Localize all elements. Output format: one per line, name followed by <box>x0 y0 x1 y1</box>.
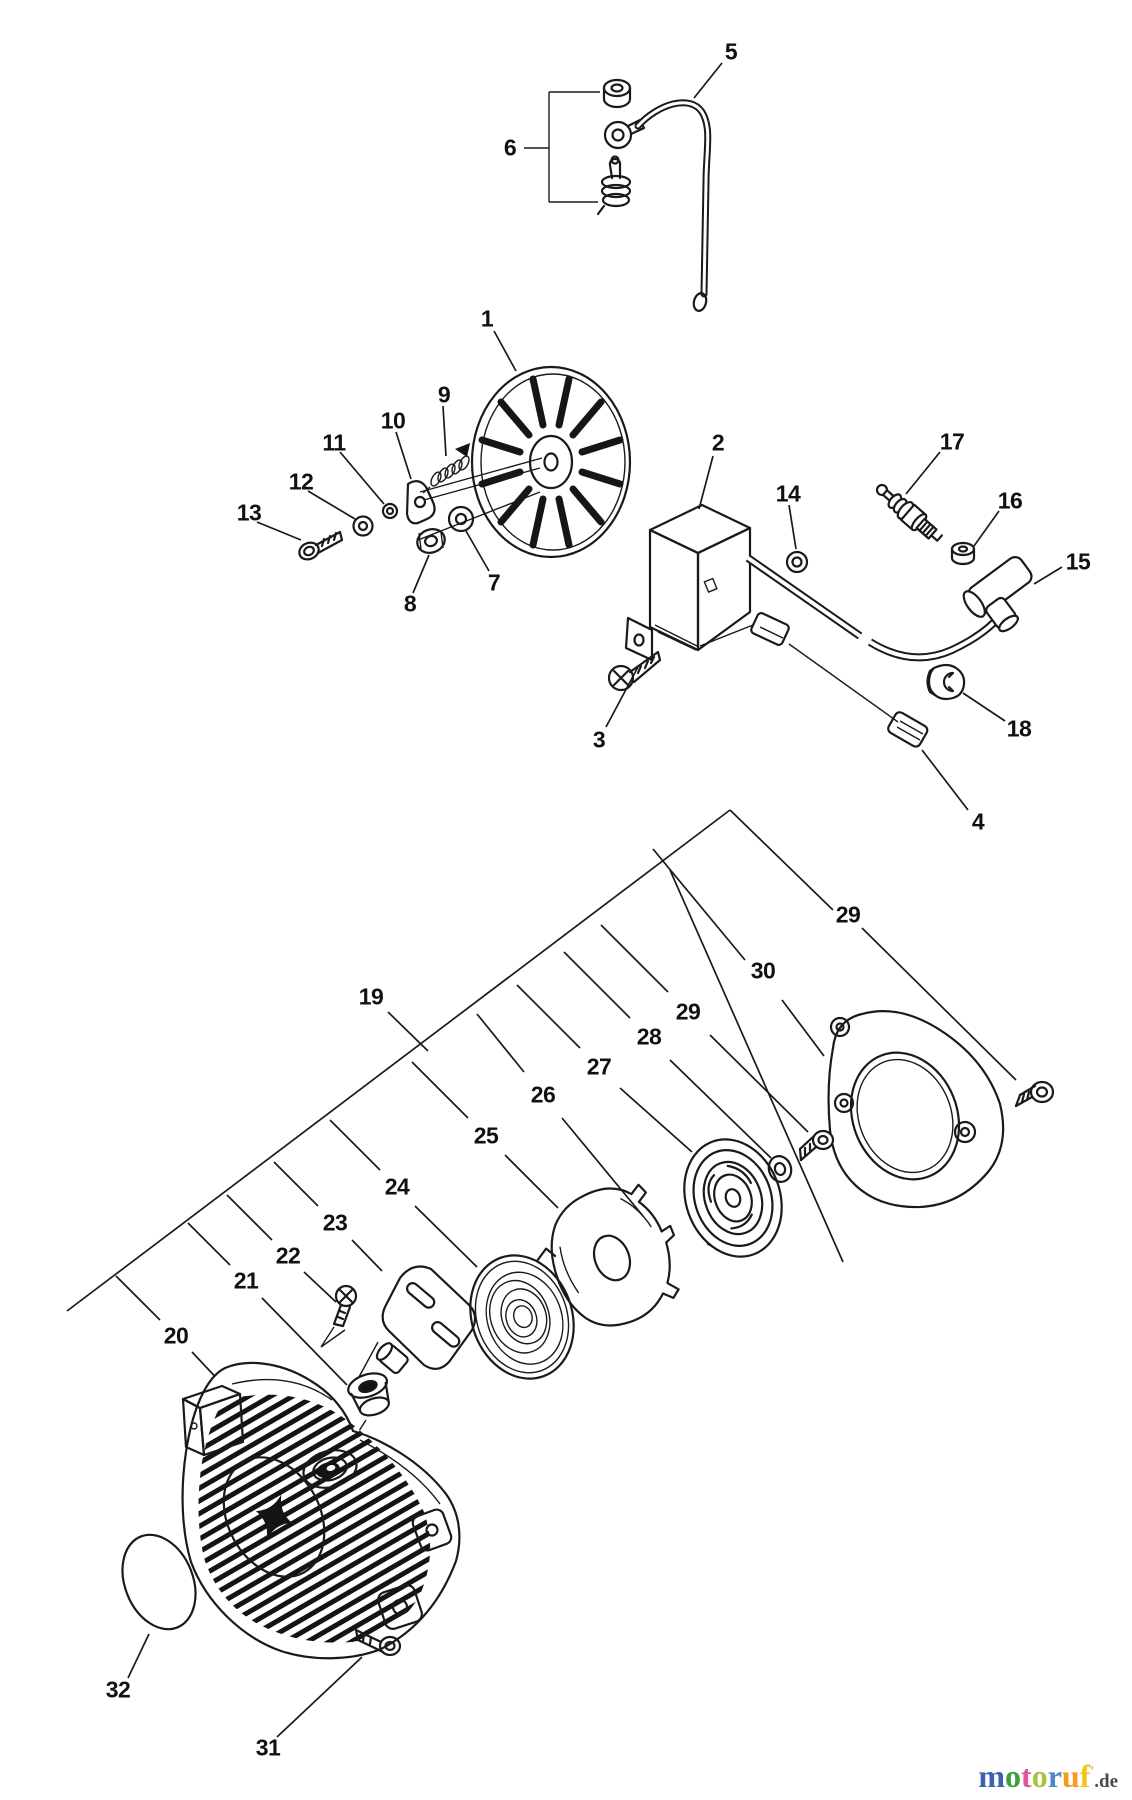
starter-bracket-lines <box>66 809 1017 1738</box>
part-callout-30: 30 <box>750 957 776 984</box>
motoruf-logo: motoruf'.de <box>978 1760 1118 1792</box>
flywheel-illustration <box>417 365 632 559</box>
upper-leader-lines <box>256 62 1063 811</box>
part-callout-1: 1 <box>480 305 494 332</box>
part-callout-29: 29 <box>675 998 701 1025</box>
part-callout-25: 25 <box>473 1122 499 1149</box>
part-callout-19: 19 <box>358 983 384 1010</box>
part-callout-16: 16 <box>997 487 1023 514</box>
logo-trademark-tick: ' <box>1090 1764 1095 1780</box>
part-callout-14: 14 <box>775 480 801 507</box>
starter-gasket-illustration <box>767 1010 1055 1209</box>
part-callout-4: 4 <box>971 808 985 835</box>
flywheel-hardware-illustration <box>298 455 475 561</box>
part-callout-10: 10 <box>380 407 406 434</box>
part-callout-31: 31 <box>255 1734 281 1761</box>
starter-pulley-illustration <box>683 1138 783 1258</box>
part-callout-32: 32 <box>105 1676 131 1703</box>
part-callout-3: 3 <box>592 726 606 753</box>
part-callout-17: 17 <box>939 428 965 455</box>
part-callout-2: 2 <box>711 429 725 456</box>
ignition-coil-illustration <box>607 503 752 692</box>
part-callout-26: 26 <box>530 1081 556 1108</box>
part-callout-6: 6 <box>503 134 517 161</box>
part-callout-8: 8 <box>403 590 417 617</box>
part-callout-29: 29 <box>835 901 861 928</box>
part-callout-20: 20 <box>163 1322 189 1349</box>
starter-grip-illustration <box>320 1265 477 1460</box>
starter-cover-illustration <box>121 1361 461 1660</box>
switch-harness-illustration <box>699 612 929 748</box>
starter-cam-illustration <box>550 1183 680 1327</box>
part-callout-18: 18 <box>1006 715 1032 742</box>
plug-wire-illustration <box>745 483 1033 701</box>
part-callout-27: 27 <box>586 1053 612 1080</box>
part-callout-13: 13 <box>236 499 262 526</box>
ground-wire-illustration <box>524 78 712 312</box>
rewind-spring-illustration <box>469 1247 575 1380</box>
part-callout-11: 11 <box>322 429 346 456</box>
part-callout-15: 15 <box>1065 548 1091 575</box>
part-callout-22: 22 <box>275 1242 301 1269</box>
part-callout-28: 28 <box>636 1023 662 1050</box>
logo-suffix: .de <box>1094 1771 1118 1792</box>
part-callout-24: 24 <box>384 1173 410 1200</box>
part-callout-23: 23 <box>322 1209 348 1236</box>
logo-word: motoruf <box>978 1758 1091 1794</box>
part-callout-5: 5 <box>724 38 738 65</box>
part-callout-9: 9 <box>437 381 451 408</box>
part-callout-7: 7 <box>487 569 501 596</box>
part-callout-21: 21 <box>233 1267 259 1294</box>
part-callout-12: 12 <box>288 468 314 495</box>
